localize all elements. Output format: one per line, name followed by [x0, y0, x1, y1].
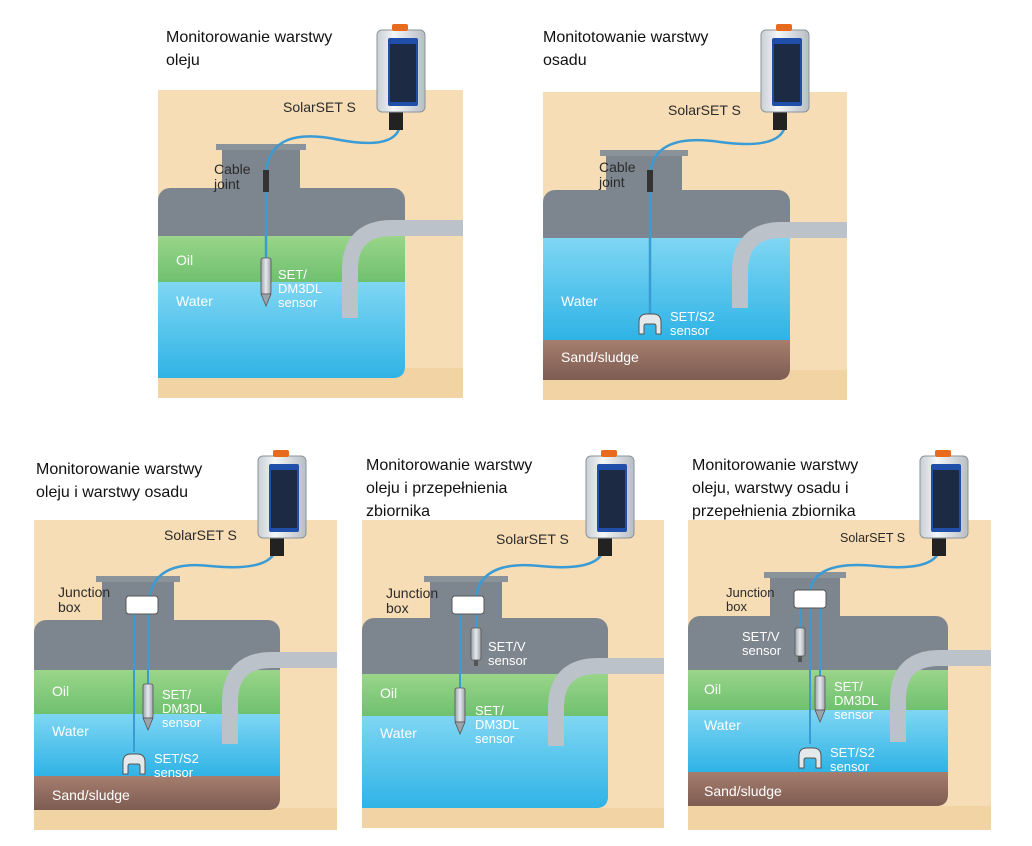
panel-2-device-label: SolarSET S — [668, 102, 741, 118]
panel-5 — [688, 450, 991, 830]
s2-sensor — [798, 747, 822, 769]
soil-bottom — [34, 808, 337, 830]
panel-1-device-label: SolarSET S — [283, 99, 356, 115]
panel-2-caption: Monitotowanie warstwy osadu — [543, 29, 709, 69]
panel-3-caption: Monitorowanie warstwy oleju i warstwy os… — [36, 461, 203, 501]
panel-2-sensor-label: SET/S2 sensor — [670, 309, 715, 338]
s2-sensor — [122, 753, 146, 775]
panel-3-sensor-s2-label: SET/S2 sensor — [154, 751, 199, 780]
panel-1-water-label: Water — [176, 293, 213, 309]
panel-3 — [34, 450, 337, 830]
water-layer — [34, 714, 280, 776]
tank-shaft-rim — [216, 144, 306, 150]
panel-3-sludge-label: Sand/sludge — [52, 787, 130, 803]
v-sensor — [794, 627, 806, 662]
panel-5-water-label: Water — [704, 717, 741, 733]
solarset-device — [257, 450, 307, 556]
tank-shaft-rim — [424, 576, 508, 582]
dm3dl-sensor — [260, 257, 272, 308]
cable — [148, 547, 278, 597]
panel-5-sludge-label: Sand/sludge — [704, 783, 782, 799]
solarset-device — [376, 24, 426, 130]
panel-5-joint-label: Junction box — [726, 585, 775, 614]
s2-sensor — [638, 313, 662, 335]
panel-3-oil-label: Oil — [52, 683, 70, 699]
tank-shaft-rim — [600, 150, 688, 156]
panel-5-sensor-s2-label: SET/S2 sensor — [830, 745, 875, 774]
panel-5-oil-label: Oil — [704, 681, 722, 697]
panel-4-sensor-dm3dl-label: SET/ DM3DL sensor — [475, 703, 520, 746]
v-sensor — [470, 627, 482, 666]
panel-2 — [543, 24, 847, 400]
dm3dl-sensor — [814, 675, 826, 724]
panel-5-sensor-v-label: SET/V sensor — [742, 629, 782, 658]
water-layer — [362, 716, 608, 808]
pipe — [732, 222, 847, 308]
panel-4-joint-label: Junction box — [386, 585, 439, 616]
panel-4-sensor-v-label: SET/V sensor — [488, 639, 528, 668]
panel-2-joint-label: Cable joint — [599, 159, 636, 190]
pipe — [890, 650, 991, 742]
panel-5-caption: Monitorowanie warstwy oleju, warstwy osa… — [692, 457, 859, 520]
panel-4-water-label: Water — [380, 725, 417, 741]
soil-bottom — [688, 806, 991, 830]
cable — [808, 547, 942, 591]
sludge-layer — [688, 772, 948, 806]
panel-5-sensor-dm3dl-label: SET/ DM3DL sensor — [834, 679, 879, 722]
panel-2-water-label: Water — [561, 293, 598, 309]
junction-box — [125, 595, 159, 615]
panel-4-oil-label: Oil — [380, 685, 398, 701]
tank-shaft — [222, 146, 300, 190]
panel-3-device-label: SolarSET S — [164, 527, 237, 543]
dm3dl-sensor — [142, 683, 154, 732]
sludge-layer — [34, 776, 280, 810]
cable — [474, 547, 606, 597]
cable-joint — [647, 170, 653, 192]
tank-shaft-rim — [764, 572, 846, 578]
pipe — [548, 658, 664, 746]
panel-1 — [158, 24, 463, 398]
junction-box — [793, 589, 827, 609]
panel-1-joint-label: Cable joint — [214, 161, 251, 192]
cable — [648, 125, 787, 316]
cable-joint — [263, 170, 269, 192]
pipe — [342, 220, 463, 318]
solarset-device — [919, 450, 969, 556]
soil-bottom — [362, 808, 664, 828]
water-layer — [543, 238, 790, 340]
pipe — [222, 652, 337, 744]
panel-4 — [362, 450, 664, 828]
dm3dl-sensor — [454, 687, 466, 736]
solarset-device — [585, 450, 635, 556]
panel-1-sensor-label: SET/ DM3DL sensor — [278, 267, 323, 310]
tank-shaft — [606, 152, 682, 194]
panel-4-caption: Monitorowanie warstwy oleju i przepełnie… — [366, 457, 533, 520]
panel-1-oil-label: Oil — [176, 252, 194, 268]
panel-3-sensor-dm3dl-label: SET/ DM3DL sensor — [162, 687, 207, 730]
panel-4-device-label: SolarSET S — [496, 531, 569, 547]
junction-box — [451, 595, 485, 615]
panel-1-caption: Monitorowanie warstwy oleju — [166, 29, 333, 69]
cable — [264, 125, 402, 258]
tank-shaft-rim — [96, 576, 180, 582]
panel-2-sludge-label: Sand/sludge — [561, 349, 639, 365]
sludge-layer — [543, 340, 790, 380]
solarset-device — [760, 24, 810, 130]
panel-3-water-label: Water — [52, 723, 89, 739]
panel-3-joint-label: Junction box — [58, 584, 111, 615]
panel-5-device-label: SolarSET S — [840, 531, 906, 545]
